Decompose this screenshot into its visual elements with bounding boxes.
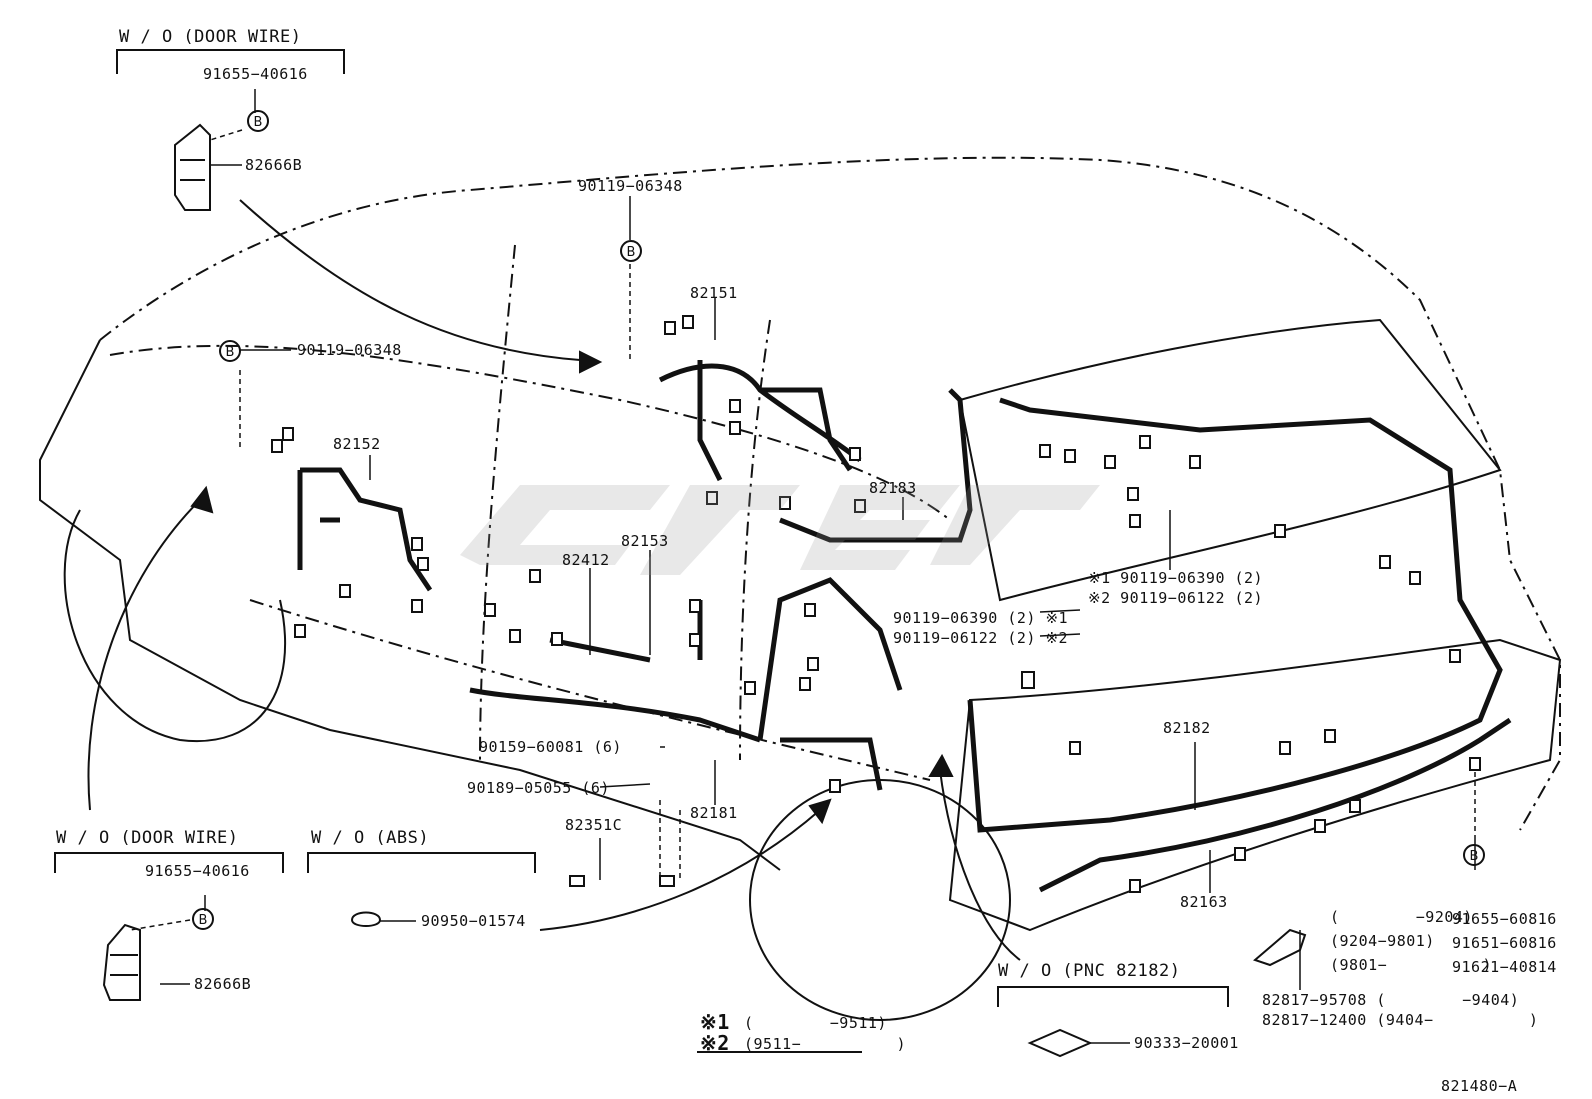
range-3: (9801− )	[1330, 956, 1493, 974]
harness-82182	[967, 397, 1503, 833]
part-91621-40814: 91621−40814	[1452, 958, 1557, 976]
arrow-head-1	[579, 350, 603, 374]
part-90119-06390-mid: 90119−06390 (2) ※1	[893, 609, 1069, 627]
part-82666B-top: 82666B	[245, 156, 303, 174]
part-82153: 82153	[621, 532, 669, 550]
callout-circle-1	[247, 110, 269, 132]
part-91651-60816: 91651−60816	[1452, 934, 1557, 952]
front-wheel	[63, 509, 287, 743]
harness-82183	[779, 388, 973, 543]
part-90189-05055: 90189−05055 (6)	[467, 779, 610, 797]
range-1: ( −9204)	[1330, 908, 1473, 926]
part-82151: 82151	[690, 284, 738, 302]
header-door-wire-bottom: W / O (DOOR WIRE)	[56, 828, 239, 848]
part-90159-60081: 90159−60081 (6)	[479, 738, 622, 756]
legend-range-1: ( −9511)	[744, 1014, 887, 1032]
part-90119-06390-right: ※1 90119−06390 (2)	[1088, 569, 1264, 587]
part-90119-06122-right: ※2 90119−06122 (2)	[1088, 589, 1264, 607]
part-82163: 82163	[1180, 893, 1228, 911]
watermark-logo	[460, 485, 1100, 575]
legend-mark-1: ※1	[700, 1010, 730, 1034]
van-rear-bumper	[948, 638, 1562, 932]
legend-range-2: (9511− )	[744, 1035, 907, 1053]
part-91655-40616-top: 91655−40616	[203, 65, 308, 83]
part-90950-01574: 90950−01574	[421, 912, 526, 930]
van-belt-line	[249, 599, 931, 781]
harness-82152	[297, 467, 433, 592]
pad-90333-20001	[1027, 1028, 1093, 1058]
callout-b-1: B	[254, 115, 263, 130]
arrow-top-door	[239, 199, 581, 361]
part-90333-20001: 90333−20001	[1134, 1034, 1239, 1052]
connector-82666B-top	[174, 123, 211, 211]
bracket-door-wire-bottom	[54, 852, 284, 873]
part-90119-06122-mid: 90119−06122 (2) ※2	[893, 629, 1069, 647]
part-82183: 82183	[869, 479, 917, 497]
diagram-code: 821480−A	[1441, 1077, 1518, 1095]
arrow-front-door	[87, 499, 201, 811]
part-82181: 82181	[690, 804, 738, 822]
part-90119-06348-roof: 90119−06348	[578, 177, 683, 195]
part-91655-60816: 91655−60816	[1452, 910, 1557, 928]
callout-circle-2	[620, 240, 642, 262]
part-82182: 82182	[1163, 719, 1211, 737]
arrow-head-3	[808, 798, 832, 825]
callout-b-4: B	[199, 913, 208, 928]
harness-82181	[757, 577, 903, 791]
part-82152: 82152	[333, 435, 381, 453]
clip-90950-01574	[350, 911, 382, 927]
part-90119-06348-side: 90119−06348	[297, 341, 402, 359]
door-pillar-c	[739, 319, 771, 761]
part-82817-95708: 82817−95708 ( −9404)	[1262, 991, 1520, 1009]
header-door-wire-top: W / O (DOOR WIRE)	[119, 27, 302, 47]
bracket-door-wire-top	[116, 49, 345, 74]
van-side-outline	[39, 339, 781, 871]
dashed-leaders	[129, 129, 1476, 931]
header-abs: W / O (ABS)	[311, 828, 430, 848]
van-roof-outline	[99, 156, 1561, 831]
callout-circle-5	[1463, 844, 1485, 866]
connector-82666B-bottom	[102, 923, 141, 1001]
leaders	[160, 89, 1476, 1044]
harness-82153	[469, 600, 761, 743]
callout-b-3: B	[226, 345, 235, 360]
arrow-head-2	[190, 485, 214, 514]
bracket-pnc	[997, 986, 1229, 1007]
arrow-pnc	[939, 769, 1021, 961]
van-rear-window	[958, 318, 1502, 602]
bracket-82817	[1253, 928, 1307, 967]
part-82817-12400: 82817−12400 (9404− )	[1262, 1011, 1539, 1029]
range-2: (9204−9801)	[1330, 932, 1435, 950]
arrow-abs	[539, 809, 821, 931]
header-pnc: W / O (PNC 82182)	[998, 961, 1181, 981]
callout-b-2: B	[627, 245, 636, 260]
harness-82151	[658, 360, 862, 482]
harness-82163	[1038, 717, 1512, 893]
arrow-head-4	[928, 753, 954, 777]
connectors	[271, 315, 1481, 893]
rear-wheel	[749, 779, 1011, 1021]
bracket-abs	[307, 852, 536, 873]
callout-circle-3	[219, 340, 241, 362]
part-82412: 82412	[562, 551, 610, 569]
callout-b-5: B	[1470, 849, 1479, 864]
part-82666B-bottom: 82666B	[194, 975, 252, 993]
part-82351C: 82351C	[565, 816, 623, 834]
part-91655-40616-bottom: 91655−40616	[145, 862, 250, 880]
callout-circle-4	[192, 908, 214, 930]
legend-mark-2: ※2	[700, 1031, 730, 1055]
